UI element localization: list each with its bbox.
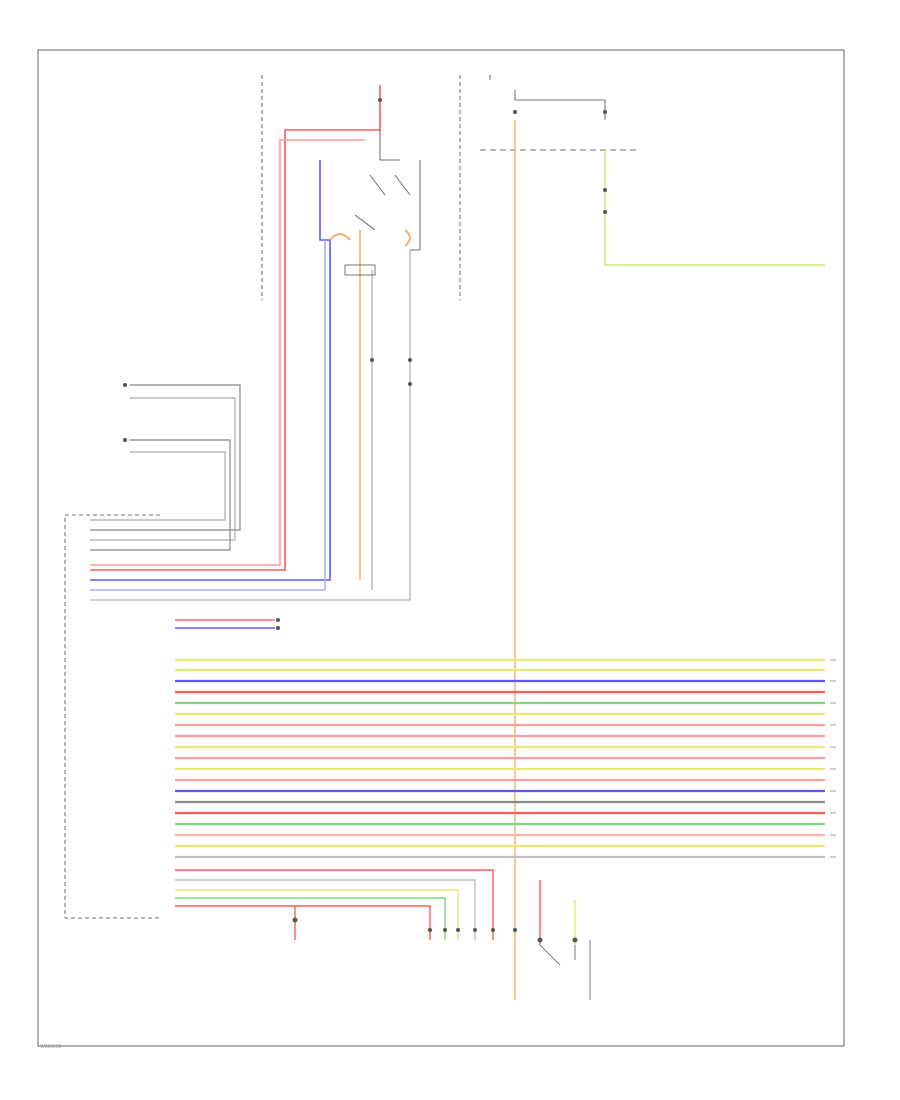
- left-sensor-wires: [90, 384, 241, 551]
- module-outline: [64, 514, 160, 919]
- right-terminal-ticks: [830, 659, 836, 858]
- signal-bus: [175, 658, 825, 859]
- relay-switches: [344, 174, 411, 276]
- fuse-relay-box: [261, 75, 640, 300]
- can-bus-wires: [175, 619, 275, 629]
- switch-symbol: [539, 940, 591, 1000]
- connector-dots: [123, 98, 607, 943]
- fuse-feed-wires: [90, 85, 421, 601]
- diagram-frame: [37, 49, 845, 1047]
- frame-label: W000000: [40, 1044, 62, 1050]
- right-fuse-feed: [514, 90, 825, 1000]
